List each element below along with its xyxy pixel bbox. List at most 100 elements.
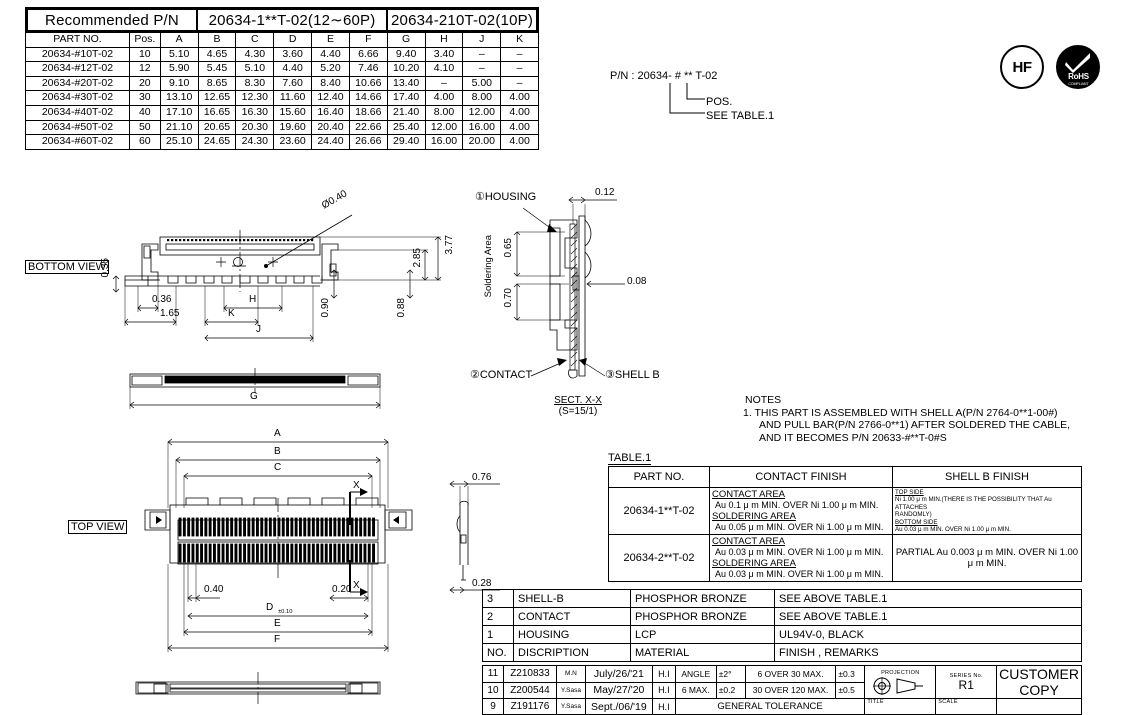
pn-cell-r1-c7: 7.46 xyxy=(348,61,388,77)
rev-11-number: 11 xyxy=(482,665,504,683)
scale-label: SCALE xyxy=(938,699,958,705)
parts-row0-description: SHELL-B xyxy=(513,589,631,608)
pn-callout-line: P/N : 20634- # ** T-02 xyxy=(610,70,718,82)
projection-cell: PROJECTION xyxy=(864,665,937,699)
table1-row2-shell-b-finish: PARTIAL Au 0.003 μ m MIN. OVER Ni 1.00 μ… xyxy=(892,534,1082,583)
first-angle-projection-icon xyxy=(873,676,924,695)
strip-view-drawing: G xyxy=(110,365,420,425)
pn-cell-r6-c9: 16.00 xyxy=(424,134,464,150)
pn-cell-r4-c11: 4.00 xyxy=(500,104,539,121)
table1-col-shell-b-finish: SHELL B FINISH xyxy=(892,466,1082,488)
parts-row1-material: PHOSPHOR BRONZE xyxy=(630,607,775,626)
pn-cell-r3-c11: 4.00 xyxy=(500,90,539,106)
pn-cell-r6-c8: 29.40 xyxy=(386,134,426,150)
title-label: TITLE xyxy=(867,699,884,705)
pn-cell-r5-c6: 20.40 xyxy=(311,119,350,136)
dim-0-65: 0.65 xyxy=(503,238,514,258)
strip-view-svg xyxy=(129,368,381,409)
general-tolerance-label: GENERAL TOLERANCE xyxy=(674,698,866,715)
parts-header-no: NO. xyxy=(482,643,514,662)
pn-cell-r0-c8: 9.40 xyxy=(386,46,426,63)
row1-contact-area-value: Au 0.1 μ m MIN. OVER Ni 1.00 μ m MIN. xyxy=(715,500,879,511)
parts-row1-finish: SEE ABOVE TABLE.1 xyxy=(774,607,1082,626)
pn-cell-r3-c4: 12.30 xyxy=(235,90,275,106)
dim-D: D xyxy=(266,602,274,613)
table1-finish-table: PART NO. CONTACT FINISH SHELL B FINISH 2… xyxy=(608,466,1082,583)
row1-top-side-label: TOP SIDE xyxy=(895,489,924,496)
pn-cell-r1-c6: 5.20 xyxy=(311,61,350,77)
pn-cell-r4-c0: 20634-#40T-02 xyxy=(25,104,130,121)
tol-10-b: 30 OVER 120 MAX. xyxy=(744,681,837,699)
parts-row2-material: LCP xyxy=(630,625,775,644)
pn-cell-r6-c10: 20.00 xyxy=(462,134,502,150)
pn-cell-r0-c11: – xyxy=(500,46,539,63)
pn-cell-r0-c7: 6.66 xyxy=(348,46,388,63)
table1-row2-part-no: 20634-2**T-02 xyxy=(608,534,710,583)
parts-row0-material: PHOSPHOR BRONZE xyxy=(630,589,775,608)
pn-callout-see-table: SEE TABLE.1 xyxy=(706,110,775,122)
pn-cell-r3-c0: 20634-#30T-02 xyxy=(25,90,130,106)
parts-row0-finish: SEE ABOVE TABLE.1 xyxy=(774,589,1082,608)
dim-0-08: 0.08 xyxy=(627,276,647,287)
table1-label: TABLE.1 xyxy=(608,452,652,465)
row2-solder-area-value: Au 0.03 μ m MIN. OVER Ni 1.00 μ m MIN. xyxy=(715,569,884,580)
pn-cell-r1-c4: 5.10 xyxy=(235,61,275,77)
pn-cell-r3-c5: 11.60 xyxy=(273,90,313,106)
tol-10-b-value: ±0.5 xyxy=(835,681,866,699)
section-xx-drawing: ①HOUSING ②CONTACT ③SHELL B Soldering Are… xyxy=(465,180,705,425)
pn-cell-r0-c6: 4.40 xyxy=(311,46,350,63)
pn-cell-r2-c7: 10.66 xyxy=(348,75,388,92)
pn-cell-r0-c5: 3.60 xyxy=(273,46,313,63)
row1-top-side-value2: RANDOMLY) xyxy=(895,511,932,519)
table1-row1-part-no: 20634-1**T-02 xyxy=(608,486,710,536)
hf-icon: HF xyxy=(1000,45,1044,89)
dim-0-12: 0.12 xyxy=(595,187,615,198)
shell-b-callout: ③SHELL B xyxy=(605,369,660,381)
tol-11-b: 6 OVER 30 MAX. xyxy=(744,665,837,683)
pn-cell-r5-c9: 12.00 xyxy=(424,119,464,136)
pn-cell-r4-c8: 21.40 xyxy=(386,104,426,121)
dim-K: K xyxy=(228,308,235,319)
pn-cell-r3-c3: 12.65 xyxy=(197,90,237,106)
dim-J: J xyxy=(256,324,261,335)
pn-range-label: 20634-1**T-02(12∼60P) xyxy=(198,10,388,30)
row1-solder-area-label: SOLDERING AREA xyxy=(712,511,796,523)
title-label-cell: TITLE xyxy=(864,698,937,715)
series-value: R1 xyxy=(958,677,974,692)
row2-contact-area-value: Au 0.03 μ m MIN. OVER Ni 1.00 μ m MIN. xyxy=(715,547,884,558)
pn-cell-r6-c0: 20634-#60T-02 xyxy=(25,134,130,150)
pn-cell-r6-c5: 23.60 xyxy=(273,134,313,150)
dim-G: G xyxy=(250,391,258,402)
table1-row1-contact-finish: CONTACT AREA Au 0.1 μ m MIN. OVER Ni 1.0… xyxy=(709,486,893,536)
pn-col-h: H xyxy=(424,32,464,48)
pn-cell-r4-c4: 16.30 xyxy=(235,104,275,121)
notes-line-1: 1. THIS PART IS ASSEMBLED WITH SHELL A(P… xyxy=(743,406,1058,419)
contact-callout: ②CONTACT xyxy=(470,369,533,381)
tol-11-b-value: ±0.3 xyxy=(835,665,866,683)
notes-line-2: AND PULL BAR(P/N 2766-0**1) AFTER SOLDER… xyxy=(759,419,1071,431)
pn-cell-r6-c6: 24.40 xyxy=(311,134,350,150)
housing-callout: ①HOUSING xyxy=(475,191,537,203)
dim-E: E xyxy=(274,618,281,629)
pn-cell-r2-c3: 8.65 xyxy=(197,75,237,92)
pn-callout: P/N : 20634- # ** T-02 POS. SEE TABLE.1 xyxy=(610,70,774,122)
hf-label: HF xyxy=(1012,58,1033,76)
pn-cell-r0-c3: 4.65 xyxy=(197,46,237,63)
pn-cell-r3-c8: 17.40 xyxy=(386,90,426,106)
pn-cell-r2-c6: 8.40 xyxy=(311,75,350,92)
pn-cell-r6-c7: 26.66 xyxy=(348,134,388,150)
pn-col-a: A xyxy=(159,32,199,48)
row1-contact-area-label: CONTACT AREA xyxy=(712,489,786,501)
parts-row2-no: 1 xyxy=(482,625,514,644)
pn-col-g: G xyxy=(386,32,426,48)
pn-cell-r0-c10: – xyxy=(462,46,502,63)
pn-col-k: K xyxy=(500,32,539,48)
rev-9-chk: H.I xyxy=(651,698,676,715)
pn-callout-pos: POS. xyxy=(706,96,733,108)
parts-header-description: DISCRIPTION xyxy=(513,643,631,662)
rev-9-by: Y.Sasa xyxy=(555,698,586,715)
